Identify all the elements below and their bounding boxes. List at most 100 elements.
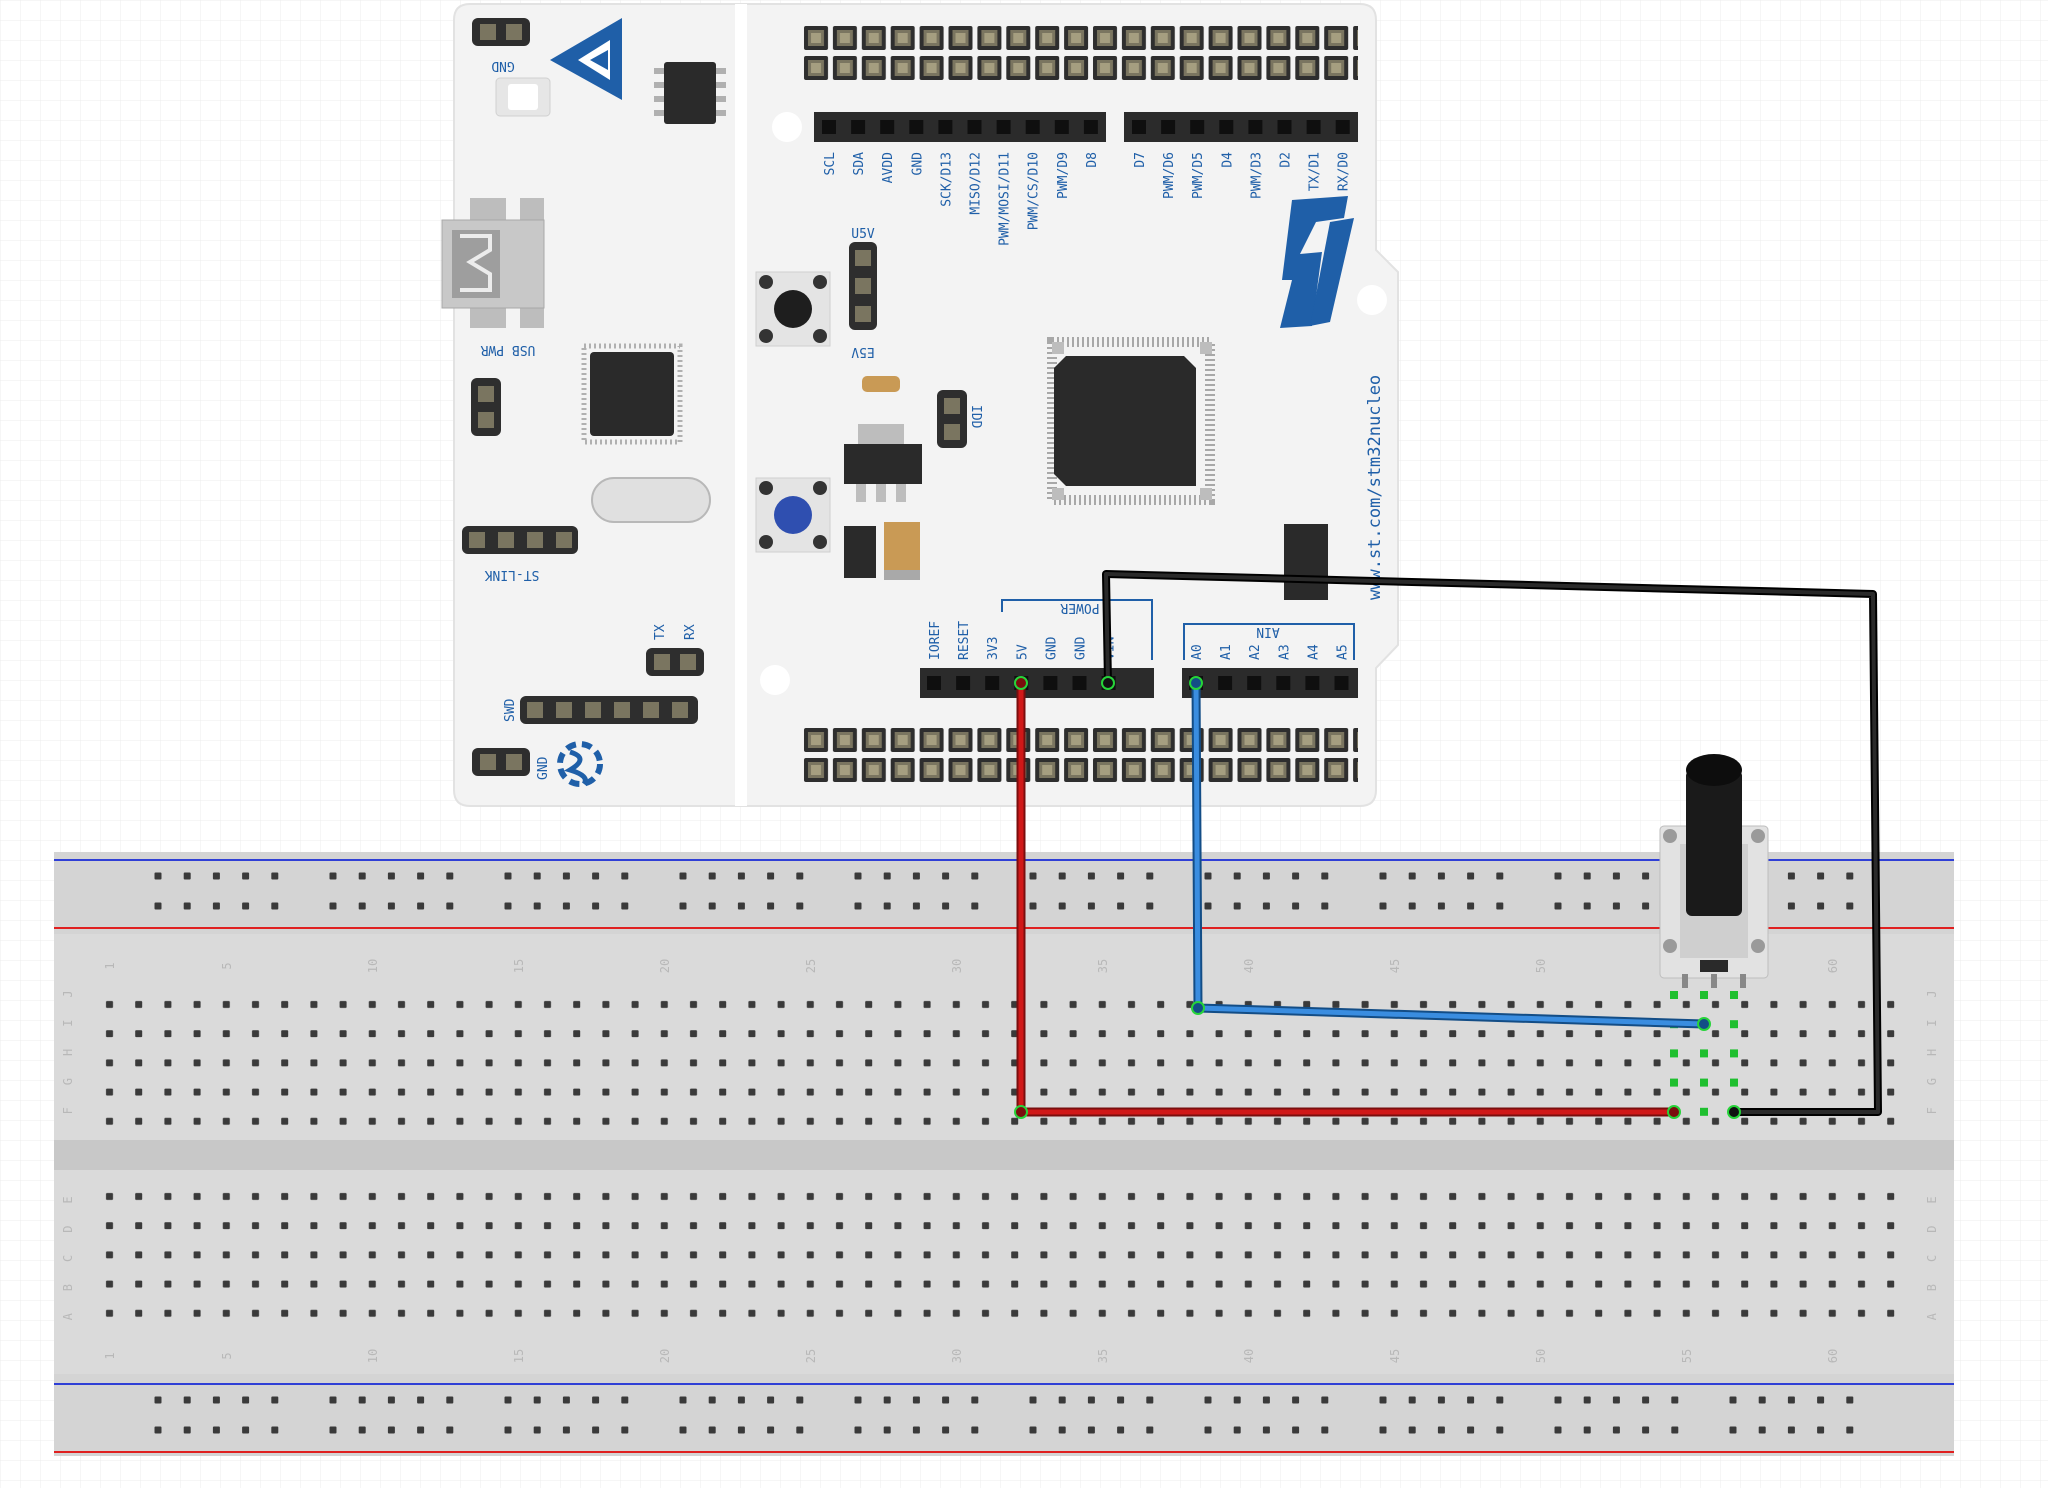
digital-pin[interactable]	[1306, 120, 1321, 134]
rail-hole[interactable]	[533, 1426, 541, 1434]
rail-hole[interactable]	[417, 872, 425, 880]
rail-hole[interactable]	[562, 872, 570, 880]
rail-hole[interactable]	[1787, 1396, 1795, 1404]
rail-hole[interactable]	[242, 1426, 250, 1434]
rail-hole[interactable]	[1087, 902, 1095, 910]
rail-hole[interactable]	[329, 902, 337, 910]
rail-hole[interactable]	[1087, 1396, 1095, 1404]
rail-hole[interactable]	[1787, 902, 1795, 910]
rail-hole[interactable]	[1437, 1396, 1445, 1404]
rail-hole[interactable]	[417, 902, 425, 910]
rail-hole[interactable]	[1146, 902, 1154, 910]
rail-hole[interactable]	[562, 1426, 570, 1434]
morpho-header-top[interactable]	[802, 24, 1358, 84]
rail-hole[interactable]	[242, 1396, 250, 1404]
rail-hole[interactable]	[1058, 1426, 1066, 1434]
rail-hole[interactable]	[1058, 872, 1066, 880]
rail-hole[interactable]	[708, 1426, 716, 1434]
rail-hole[interactable]	[1262, 1426, 1270, 1434]
rail-hole[interactable]	[737, 872, 745, 880]
rail-hole[interactable]	[767, 1396, 775, 1404]
rail-hole[interactable]	[183, 1396, 191, 1404]
power-pin[interactable]	[956, 676, 971, 690]
rail-hole[interactable]	[1583, 1426, 1591, 1434]
ain-pin[interactable]	[1247, 676, 1262, 690]
rail-hole[interactable]	[1846, 902, 1854, 910]
rail-hole[interactable]	[1233, 872, 1241, 880]
rail-hole[interactable]	[1817, 872, 1825, 880]
rail-hole[interactable]	[1817, 902, 1825, 910]
rail-hole[interactable]	[971, 1426, 979, 1434]
rail-hole[interactable]	[971, 1396, 979, 1404]
rail-hole[interactable]	[1612, 902, 1620, 910]
rail-hole[interactable]	[1467, 1426, 1475, 1434]
rail-hole[interactable]	[1554, 872, 1562, 880]
rail-hole[interactable]	[1321, 872, 1329, 880]
ain-pin[interactable]	[1276, 676, 1291, 690]
potentiometer[interactable]	[1659, 754, 1769, 988]
reset-button[interactable]	[755, 271, 831, 347]
digital-pin[interactable]	[1132, 120, 1146, 134]
rail-hole[interactable]	[942, 1426, 950, 1434]
rail-hole[interactable]	[1496, 872, 1504, 880]
rail-hole[interactable]	[1787, 1426, 1795, 1434]
wire-endpoint[interactable]	[1014, 1105, 1028, 1119]
digital-pin[interactable]	[1219, 120, 1234, 134]
digital-pin[interactable]	[996, 120, 1011, 134]
rail-hole[interactable]	[1846, 1426, 1854, 1434]
rail-hole[interactable]	[737, 1396, 745, 1404]
rail-hole[interactable]	[737, 1426, 745, 1434]
rail-hole[interactable]	[329, 1426, 337, 1434]
rail-hole[interactable]	[796, 902, 804, 910]
rail-hole[interactable]	[621, 902, 629, 910]
rail-hole[interactable]	[679, 872, 687, 880]
digital-pin[interactable]	[967, 120, 982, 134]
rail-hole[interactable]	[212, 902, 220, 910]
rail-hole[interactable]	[533, 1396, 541, 1404]
rail-hole[interactable]	[504, 1396, 512, 1404]
idd-jumper[interactable]	[937, 390, 967, 448]
rail-hole[interactable]	[708, 872, 716, 880]
rail-hole[interactable]	[1087, 1426, 1095, 1434]
rail-hole[interactable]	[912, 1396, 920, 1404]
rail-hole[interactable]	[1583, 902, 1591, 910]
rail-hole[interactable]	[1758, 1426, 1766, 1434]
rail-hole[interactable]	[358, 902, 366, 910]
digital-pin[interactable]	[1054, 120, 1069, 134]
ain-header[interactable]	[1182, 668, 1358, 698]
rail-hole[interactable]	[212, 1426, 220, 1434]
swd-header[interactable]	[520, 696, 698, 724]
rail-hole[interactable]	[183, 1426, 191, 1434]
rail-hole[interactable]	[562, 902, 570, 910]
rail-hole[interactable]	[592, 1396, 600, 1404]
rail-hole[interactable]	[1058, 902, 1066, 910]
rail-holes[interactable]	[154, 872, 1854, 1434]
power-pin[interactable]	[1043, 676, 1058, 690]
rail-hole[interactable]	[504, 872, 512, 880]
rail-hole[interactable]	[1292, 872, 1300, 880]
rail-hole[interactable]	[1262, 902, 1270, 910]
wire-endpoint[interactable]	[1189, 676, 1203, 690]
rail-hole[interactable]	[1496, 1426, 1504, 1434]
rail-hole[interactable]	[1846, 1396, 1854, 1404]
rail-hole[interactable]	[1467, 872, 1475, 880]
wire-endpoint[interactable]	[1697, 1017, 1711, 1031]
wire-endpoint[interactable]	[1191, 1001, 1205, 1015]
rail-hole[interactable]	[1204, 1396, 1212, 1404]
rail-hole[interactable]	[271, 1396, 279, 1404]
rail-hole[interactable]	[1087, 872, 1095, 880]
rail-hole[interactable]	[1146, 1396, 1154, 1404]
rail-hole[interactable]	[1379, 872, 1387, 880]
rail-hole[interactable]	[767, 1426, 775, 1434]
rail-hole[interactable]	[1292, 1396, 1300, 1404]
rail-hole[interactable]	[1029, 872, 1037, 880]
rail-hole[interactable]	[212, 872, 220, 880]
rail-hole[interactable]	[1408, 1426, 1416, 1434]
digital-pin[interactable]	[909, 120, 924, 134]
gnd-jumper-top[interactable]	[472, 18, 530, 46]
rail-hole[interactable]	[621, 1426, 629, 1434]
rail-hole[interactable]	[971, 872, 979, 880]
rail-hole[interactable]	[912, 1426, 920, 1434]
rail-hole[interactable]	[1817, 1396, 1825, 1404]
power-header[interactable]	[920, 668, 1154, 698]
